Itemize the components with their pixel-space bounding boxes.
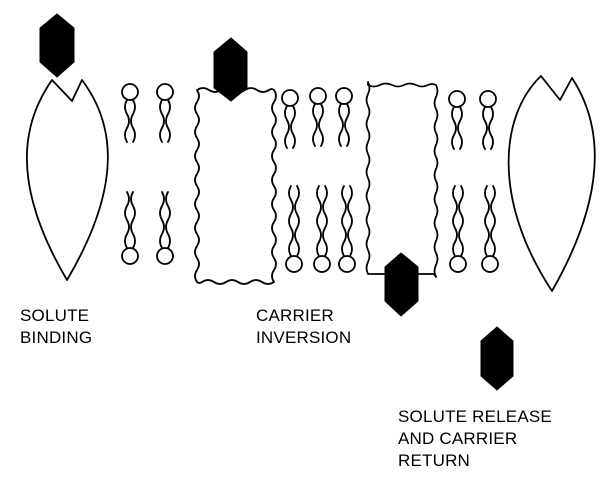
lipid-group-3 <box>449 91 498 272</box>
lipid-tail <box>342 186 346 256</box>
lipid-head <box>310 88 326 104</box>
lipid-head <box>480 91 496 107</box>
label-line: SOLUTE <box>20 305 92 327</box>
lipid-tail <box>125 100 129 142</box>
lipid-tail <box>289 186 293 256</box>
lipid-head <box>449 91 465 107</box>
lipid-head <box>122 84 138 100</box>
lipid-tail <box>459 186 463 256</box>
lipid-tail <box>125 192 129 248</box>
lipid-tail <box>166 100 170 142</box>
lipid-tail <box>339 104 343 146</box>
label-line: RETURN <box>398 450 552 472</box>
lipid-tail <box>317 186 321 256</box>
lipid-tail <box>295 186 299 256</box>
label-line: BINDING <box>20 327 92 349</box>
lipid-head <box>314 256 330 272</box>
solute-molecule-released <box>481 327 513 390</box>
lipid-tail <box>491 186 495 256</box>
label-line: INVERSION <box>256 327 351 349</box>
lipid-tail <box>458 107 462 149</box>
lipid-tail <box>348 186 352 256</box>
lipid-tail <box>166 192 170 248</box>
label-carrier-inversion: CARRIER INVERSION <box>256 305 351 349</box>
lipid-tail <box>313 104 317 146</box>
lipid-head <box>339 256 355 272</box>
lipid-tail <box>160 100 164 142</box>
lipid-tail <box>345 104 349 146</box>
solute-molecule-in-carrier <box>214 38 247 101</box>
lipid-tail <box>453 186 457 256</box>
carrier-open-outside <box>27 80 108 280</box>
lipid-tail <box>291 106 295 148</box>
lipid-tail <box>131 100 135 142</box>
lipid-tail <box>285 106 289 148</box>
label-solute-binding: SOLUTE BINDING <box>20 305 92 349</box>
lipid-tail <box>323 186 327 256</box>
lipid-group-1 <box>122 84 173 264</box>
lipid-head <box>282 90 298 106</box>
label-line: CARRIER <box>256 305 351 327</box>
solute-molecule-inverted <box>385 253 418 316</box>
lipid-head <box>336 88 352 104</box>
lipid-tail <box>452 107 456 149</box>
lipid-tail <box>483 107 487 149</box>
lipid-head <box>157 248 173 264</box>
lipid-tail <box>485 186 489 256</box>
lipid-tail <box>319 104 323 146</box>
carrier-returned <box>509 76 595 291</box>
lipid-head <box>122 248 138 264</box>
label-line: SOLUTE RELEASE <box>398 406 552 428</box>
lipid-tail <box>489 107 493 149</box>
carrier-transition <box>195 88 276 284</box>
carrier-inverted <box>367 82 438 277</box>
lipid-tail <box>160 192 164 248</box>
lipid-head <box>286 256 302 272</box>
lipid-head <box>157 84 173 100</box>
lipid-head <box>450 256 466 272</box>
label-solute-release: SOLUTE RELEASE AND CARRIER RETURN <box>398 406 552 472</box>
solute-molecule-binding <box>40 14 74 77</box>
lipid-group-2 <box>282 88 355 272</box>
lipid-head <box>482 256 498 272</box>
label-line: AND CARRIER <box>398 428 552 450</box>
lipid-tail <box>131 192 135 248</box>
